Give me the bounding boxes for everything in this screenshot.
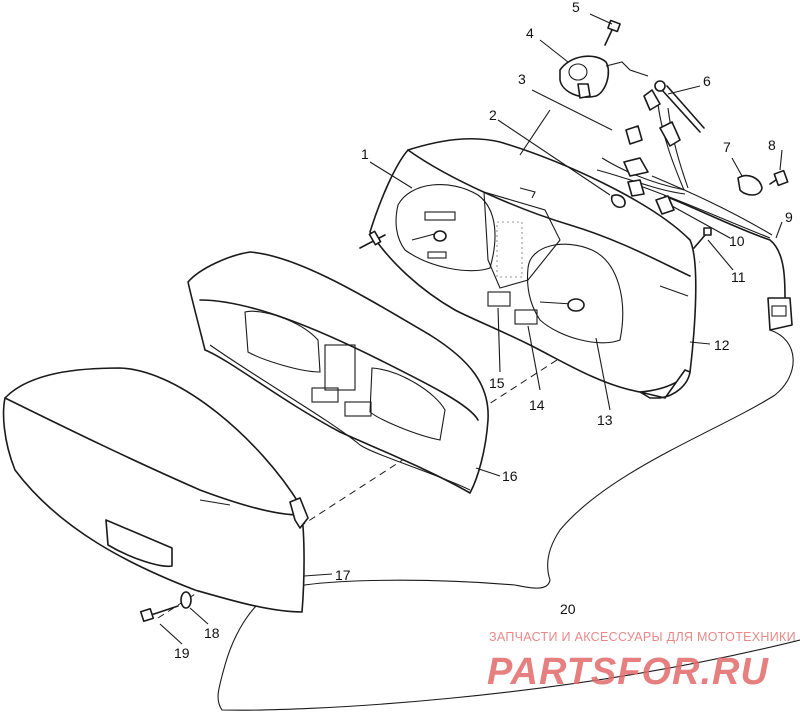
callout-9: 9 (785, 209, 793, 225)
callout-15: 15 (489, 375, 505, 391)
bulb-socket (610, 89, 681, 215)
callout-labels: 1 2 3 4 5 6 7 8 9 10 11 12 13 14 15 16 1… (174, 0, 793, 661)
callout-7: 7 (723, 139, 731, 155)
part-16-lens (187, 251, 489, 494)
callout-3: 3 (518, 71, 526, 87)
watermark: ЗАПЧАСТИ И АКСЕССУАРЫ ДЛЯ МОТОТЕХНИКИ PA… (487, 630, 796, 693)
part-4-sender-unit (559, 55, 649, 99)
part-8-screw (769, 169, 789, 187)
callout-14: 14 (529, 397, 545, 413)
callout-6: 6 (703, 73, 711, 89)
callout-1: 1 (361, 146, 369, 162)
group-bracket-20 (217, 329, 800, 711)
callout-11: 11 (731, 269, 746, 285)
watermark-brand-logo: PARTSFOR.RU (487, 651, 769, 693)
callout-2: 2 (489, 107, 497, 123)
callout-12: 12 (714, 337, 730, 353)
right-gauge-face (526, 243, 624, 344)
callout-18: 18 (204, 625, 220, 641)
callout-17: 17 (335, 567, 351, 583)
callout-13: 13 (597, 412, 613, 428)
callout-4: 4 (526, 25, 534, 41)
part-5-screw (604, 19, 621, 46)
callout-5: 5 (572, 0, 580, 15)
part-17-hood (2, 367, 309, 613)
callout-19: 19 (174, 645, 190, 661)
part-11-screw (693, 227, 712, 249)
part-19-screw (139, 605, 179, 623)
part-18-washer (180, 591, 192, 609)
part-7-clip (737, 174, 763, 196)
left-gauge-face (395, 184, 496, 272)
callout-20: 20 (560, 601, 576, 617)
callout-8: 8 (768, 137, 776, 153)
leader-lines (159, 13, 783, 645)
part-9-wiring-harness (596, 89, 793, 331)
watermark-tagline: ЗАПЧАСТИ И АКСЕССУАРЫ ДЛЯ МОТОТЕХНИКИ (489, 630, 796, 644)
part-6-rod (654, 80, 705, 133)
callout-10: 10 (729, 233, 745, 249)
callout-16: 16 (502, 468, 518, 484)
